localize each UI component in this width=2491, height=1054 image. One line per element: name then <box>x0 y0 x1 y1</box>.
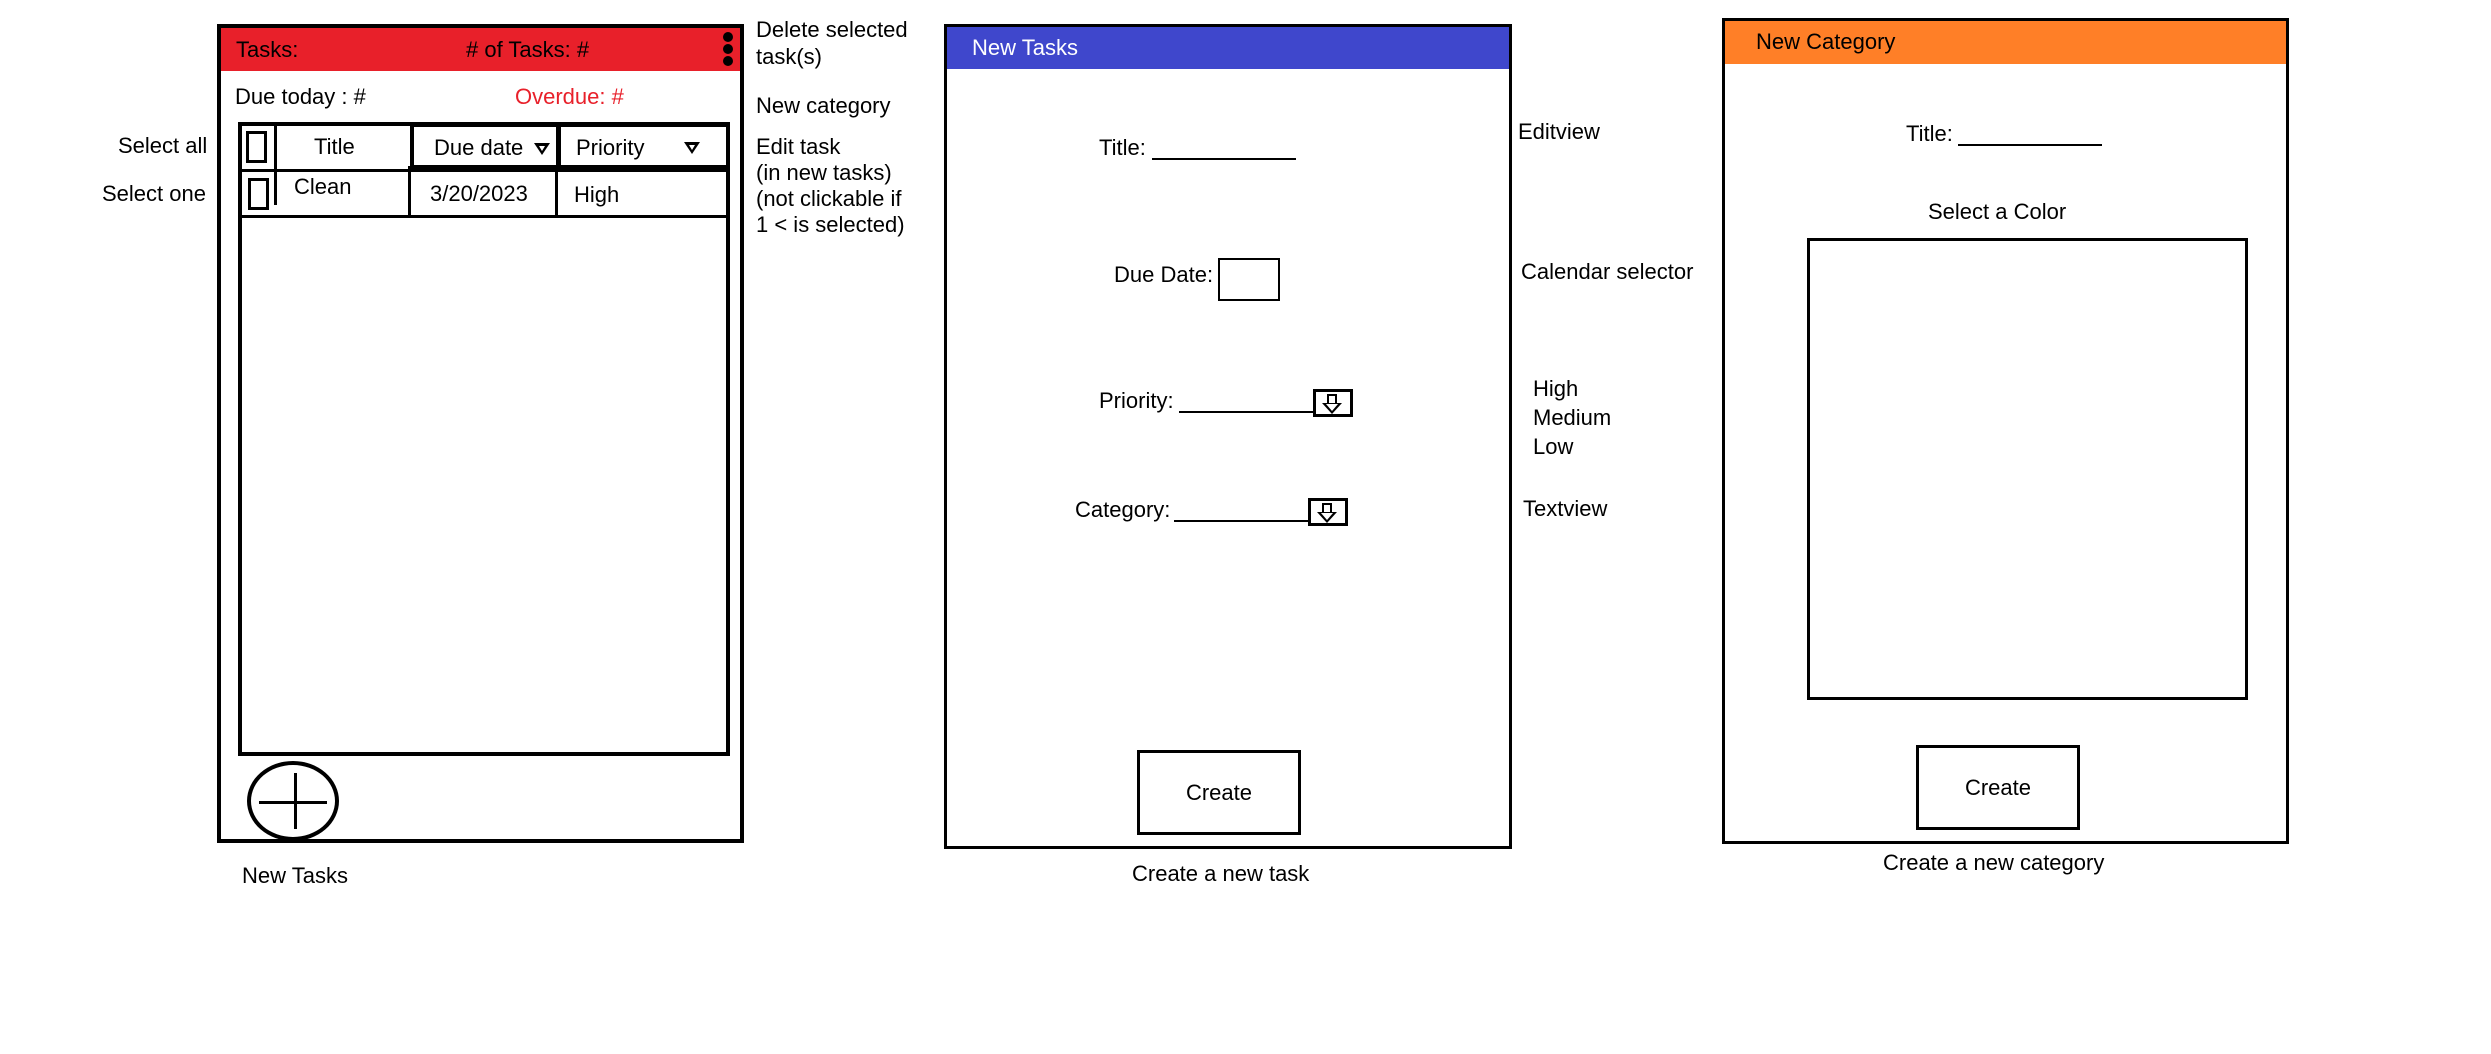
add-task-button[interactable] <box>247 761 339 841</box>
due-date-column-header[interactable]: Due date <box>410 123 560 169</box>
row-divider <box>242 215 726 218</box>
title-input[interactable] <box>1152 158 1296 160</box>
priority-label: Priority: <box>1099 388 1174 413</box>
task-list-header: Tasks: # of Tasks: # <box>221 28 740 71</box>
dropdown-arrow-head <box>1317 512 1337 523</box>
dropdown-arrow-head <box>1322 403 1342 414</box>
edit-note-line: (not clickable if <box>756 186 902 211</box>
new-category-header: New Category <box>1725 21 2286 64</box>
column-divider <box>274 123 277 205</box>
textview-note: Textview <box>1523 496 1608 521</box>
priority-header-label: Priority <box>576 135 645 160</box>
task-list-caption: New Tasks <box>242 863 348 888</box>
task-priority-cell: High <box>574 182 620 207</box>
edit-note-line: 1 < is selected) <box>756 212 905 237</box>
due-date-label: Due Date: <box>1114 262 1214 287</box>
delete-selected-note: Delete selected task(s) <box>756 16 908 70</box>
select-all-checkbox[interactable] <box>246 131 267 163</box>
calendar-selector-note: Calendar selector <box>1521 259 1694 284</box>
overdue-label: Overdue: # <box>515 84 624 109</box>
header-divider <box>242 169 726 172</box>
filter-down-icon <box>684 142 700 154</box>
select-one-note: Select one <box>102 181 206 206</box>
edit-note-line: Edit task <box>756 134 841 159</box>
category-dropdown[interactable] <box>1308 498 1348 526</box>
task-count-label: # of Tasks: # <box>466 37 590 62</box>
task-table: Due date Priority Title Clean 3/20/2023 … <box>238 122 730 756</box>
create-task-button[interactable]: Create <box>1137 750 1301 835</box>
tasks-label: Tasks: <box>236 37 299 62</box>
priority-options-note: High Medium Low <box>1533 374 1611 461</box>
category-title-label: Title: <box>1906 121 1953 146</box>
new-category-note: New category <box>756 93 891 118</box>
dropdown-arrow-icon <box>1322 503 1332 512</box>
task-list-screen: Tasks: # of Tasks: # Due today : # Overd… <box>217 24 744 843</box>
category-title-input[interactable] <box>1958 144 2102 146</box>
priority-field <box>1179 411 1313 413</box>
priority-column-header[interactable]: Priority <box>557 123 730 169</box>
new-task-header: New Tasks <box>947 27 1509 69</box>
delete-note-line: task(s) <box>756 44 822 69</box>
priority-dropdown[interactable] <box>1313 389 1353 417</box>
new-category-screen: New Category Title: Select a Color Creat… <box>1722 18 2289 844</box>
new-task-screen: New Tasks Title: Due Date: Priority: Cat… <box>944 24 1512 849</box>
category-label: Category: <box>1075 497 1171 522</box>
new-task-caption: Create a new task <box>1132 861 1310 886</box>
create-category-button[interactable]: Create <box>1916 745 2080 830</box>
plus-icon-stroke <box>294 773 297 829</box>
category-field <box>1174 520 1308 522</box>
priority-option: Medium <box>1533 405 1612 430</box>
delete-note-line: Delete selected <box>756 17 908 42</box>
plus-circle-icon <box>259 801 327 804</box>
title-field-label: Title: <box>1099 135 1146 160</box>
sort-down-icon <box>534 143 550 155</box>
due-date-header-label: Due date <box>434 135 524 160</box>
select-color-label: Select a Color <box>1928 199 2067 224</box>
select-one-checkbox[interactable] <box>248 178 269 210</box>
color-picker[interactable] <box>1807 238 2248 700</box>
edit-task-note: Edit task (in new tasks) (not clickable … <box>756 134 905 238</box>
overflow-menu-icon[interactable] <box>722 32 734 66</box>
task-title-cell: Clean <box>294 174 352 199</box>
new-category-caption: Create a new category <box>1883 850 2105 875</box>
select-all-note: Select all <box>118 133 208 158</box>
edit-note-line: (in new tasks) <box>756 160 892 185</box>
column-divider <box>408 166 411 218</box>
dropdown-arrow-icon <box>1327 394 1337 403</box>
new-task-header-title: New Tasks <box>972 35 1078 60</box>
title-column-header[interactable]: Title <box>314 134 355 159</box>
due-date-picker[interactable] <box>1218 258 1280 301</box>
due-today-label: Due today : # <box>235 84 366 109</box>
editview-note: Editview <box>1518 119 1600 144</box>
priority-option: Low <box>1533 434 1574 459</box>
priority-option: High <box>1533 376 1579 401</box>
column-divider <box>555 166 558 218</box>
new-category-header-title: New Category <box>1756 29 1896 54</box>
task-due-date-cell: 3/20/2023 <box>430 181 528 206</box>
